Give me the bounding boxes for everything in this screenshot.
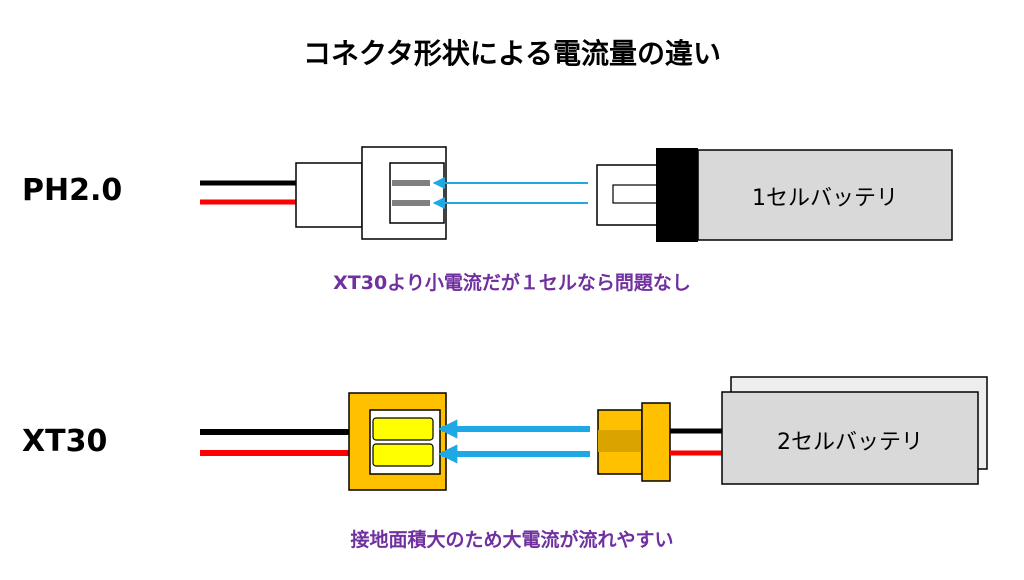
ph20-caption: XT30より小電流だが１セルなら問題なし bbox=[333, 272, 691, 294]
xt30-pin-top bbox=[372, 417, 434, 441]
ph20-pin-top bbox=[392, 180, 430, 186]
xt30-label: XT30 bbox=[22, 424, 108, 459]
xt30-battery-front-cell bbox=[721, 391, 979, 485]
ph20-label: PH2.0 bbox=[22, 173, 123, 208]
xt30-connector-assembly bbox=[200, 376, 988, 491]
page-title: コネクタ形状による電流量の違い bbox=[302, 37, 722, 70]
ph20-connector-assembly bbox=[200, 146, 953, 242]
ph20-battery-cap bbox=[656, 148, 698, 242]
ph20-pin-bottom bbox=[392, 200, 430, 206]
xt30-caption: 接地面積大のため大電流が流れやすい bbox=[350, 529, 674, 551]
ph20-housing-back bbox=[295, 162, 363, 228]
xt30-plug-stripe bbox=[598, 430, 642, 452]
ph20-battery-label: 1セルバッテリ bbox=[752, 186, 898, 211]
ph20-socket bbox=[389, 162, 445, 224]
xt30-battery-label: 2セルバッテリ bbox=[777, 430, 923, 455]
xt30-plug-flange bbox=[641, 402, 671, 482]
ph20-plug-tab bbox=[612, 184, 660, 204]
ph20-battery-body bbox=[697, 149, 953, 241]
xt30-pin-bottom bbox=[372, 443, 434, 467]
